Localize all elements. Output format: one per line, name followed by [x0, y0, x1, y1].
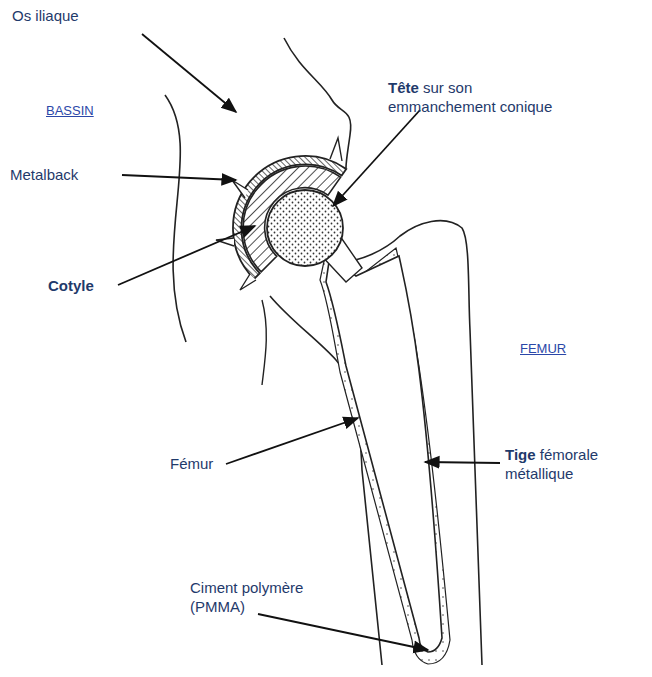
label-group: Ciment polymère (PMMA)	[190, 578, 320, 616]
part-label: Fémur	[170, 455, 213, 472]
part-label: Os iliaque	[12, 7, 79, 24]
part-label: Tête	[388, 79, 419, 96]
part-label: Tige	[505, 446, 536, 463]
label-group: Cotyle	[48, 276, 128, 295]
label-group: BASSIN	[46, 100, 146, 120]
label-group: Tigefémorale métallique	[505, 445, 627, 483]
part-label: Metalback	[10, 166, 78, 183]
label-group: FEMUR	[520, 338, 620, 358]
label-group: Fémur	[170, 454, 230, 473]
part-label: Cotyle	[48, 277, 94, 294]
label-group: Os iliaque	[12, 6, 152, 25]
region-label: FEMUR	[520, 341, 566, 356]
part-label: Ciment polymère (PMMA)	[190, 579, 303, 615]
label-group: Metalback	[10, 165, 130, 184]
label-group: Têtesur son emmanchement conique	[388, 78, 574, 116]
region-label: BASSIN	[46, 103, 94, 118]
